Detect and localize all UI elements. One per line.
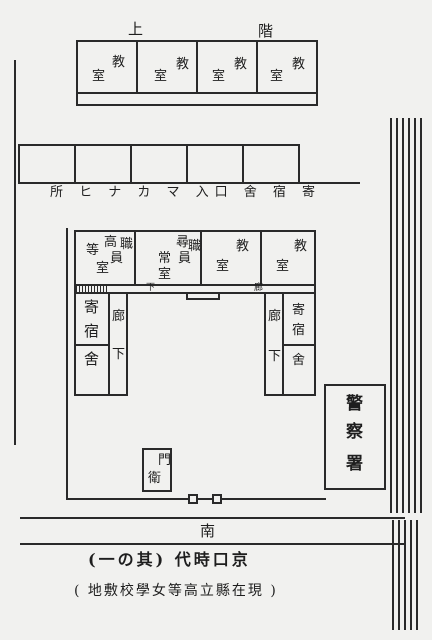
upper-floor-label-left: 上 [128,20,144,38]
dorm-divider [186,144,188,182]
right-corridor-char: 廊 [268,309,282,324]
gatehouse-char: 衛 [148,471,162,486]
south-road-line-upper [20,517,405,519]
gatehouse-char: 門 [158,453,172,468]
entrance-step [186,294,220,300]
room-label: 職 [120,237,134,252]
room-label: 常 [158,251,172,266]
right-dorm-char: 舍 [292,353,306,368]
room-label: 室 [276,259,290,274]
room-label: 室 [216,259,230,274]
dormitory-row [18,144,300,184]
main-corridor [74,284,316,294]
map-caption-title: (一の其) 代時口京 [88,550,251,569]
corridor-label-right: 廊 [254,283,264,293]
left-corridor-char: 廊 [112,309,126,324]
room-label: 教 [236,239,250,254]
room-label: 教 [234,57,248,72]
room-label: 室 [212,69,226,84]
police-station-char: 署 [346,454,363,474]
right-dorm-char: 寄 [292,303,306,318]
room-label: 室 [270,69,284,84]
room-label: 等 [86,243,100,258]
dorm-row-extension [298,182,360,184]
room-label: 室 [96,261,110,276]
room-label: 職 [188,239,202,254]
south-road-line-lower [20,543,405,545]
room-label: 教 [292,57,306,72]
west-boundary-line [14,60,16,445]
main-room-divider [134,230,136,284]
dorm-divider [130,144,132,182]
room-label: 尋 [176,235,190,250]
room-label: 室 [158,267,172,282]
upper-room-divider [196,40,198,94]
main-room-divider [200,230,202,284]
map-caption-subtitle: ( 地敷校學女等高立縣在現 ) [74,583,278,599]
main-room-divider [260,230,262,284]
left-dorm-char: 寄 [84,298,100,316]
room-label: 室 [154,69,168,84]
upper-room-divider [136,40,138,94]
right-wing-separator [282,344,316,346]
corridor-label-left: 下 [146,283,156,293]
upper-room-divider [256,40,258,94]
room-label: 教 [294,239,308,254]
police-station [324,384,386,490]
right-dorm-char: 宿 [292,323,306,338]
dorm-divider [74,144,76,182]
corridor-hatch [76,286,108,292]
police-station-char: 警 [346,394,363,414]
main-building-rooms [74,230,316,286]
right-corridor-char: 下 [268,349,282,364]
room-label: 室 [92,69,106,84]
room-label: 教 [176,57,190,72]
left-dorm-char: 宿 [84,322,100,340]
room-label: 員 [110,251,124,266]
room-label: 高 [104,235,118,250]
inner-west-line [66,228,68,500]
gate-post [188,494,198,504]
gate-post [212,494,222,504]
room-label: 教 [112,55,126,70]
police-station-char: 察 [346,422,363,442]
south-label: 南 [200,522,216,540]
gatehouse [142,448,172,492]
left-dorm-char: 舍 [84,350,100,368]
dorm-divider [242,144,244,182]
room-label: 員 [178,251,192,266]
left-corridor-char: 下 [112,347,126,362]
upper-floor-label-right: 階 [258,22,274,40]
dormitory-row-label: 所 ヒ ナ カ マ 入口 舍 宿 寄 [50,185,322,200]
left-wing-separator [74,344,110,346]
